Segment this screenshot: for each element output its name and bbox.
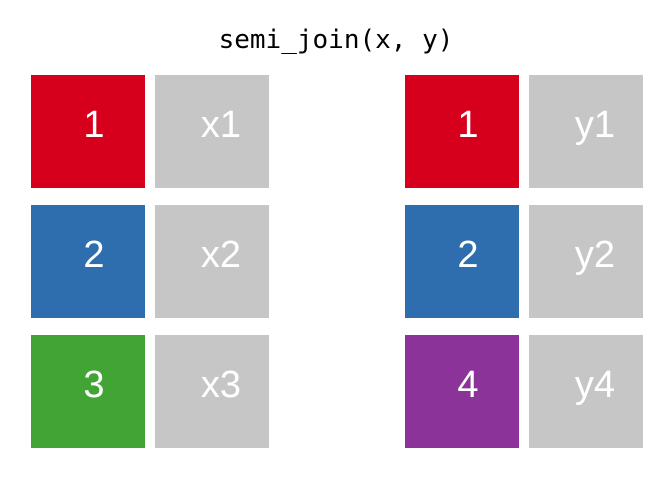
key-label: 4 — [457, 364, 479, 406]
value-label: x3 — [200, 364, 242, 406]
value-label: x2 — [200, 234, 242, 276]
value-cell: x3 — [155, 335, 269, 448]
value-label: y1 — [574, 104, 616, 146]
key-label: 1 — [83, 104, 105, 146]
diagram-title: semi_join(x, y) — [218, 25, 454, 55]
key-label: 2 — [83, 234, 105, 276]
value-cell: x1 — [155, 75, 269, 188]
key-label: 3 — [83, 364, 105, 406]
key-label: 1 — [457, 104, 479, 146]
value-cell: y4 — [529, 335, 643, 448]
value-label: y4 — [574, 364, 616, 406]
key-cell: 1 — [31, 75, 145, 188]
key-label: 2 — [457, 234, 479, 276]
key-cell: 2 — [31, 205, 145, 318]
key-cell: 2 — [405, 205, 519, 318]
value-cell: x2 — [155, 205, 269, 318]
key-cell: 3 — [31, 335, 145, 448]
value-cell: y1 — [529, 75, 643, 188]
key-cell: 4 — [405, 335, 519, 448]
value-cell: y2 — [529, 205, 643, 318]
key-cell: 1 — [405, 75, 519, 188]
value-label: x1 — [200, 104, 242, 146]
value-label: y2 — [574, 234, 616, 276]
